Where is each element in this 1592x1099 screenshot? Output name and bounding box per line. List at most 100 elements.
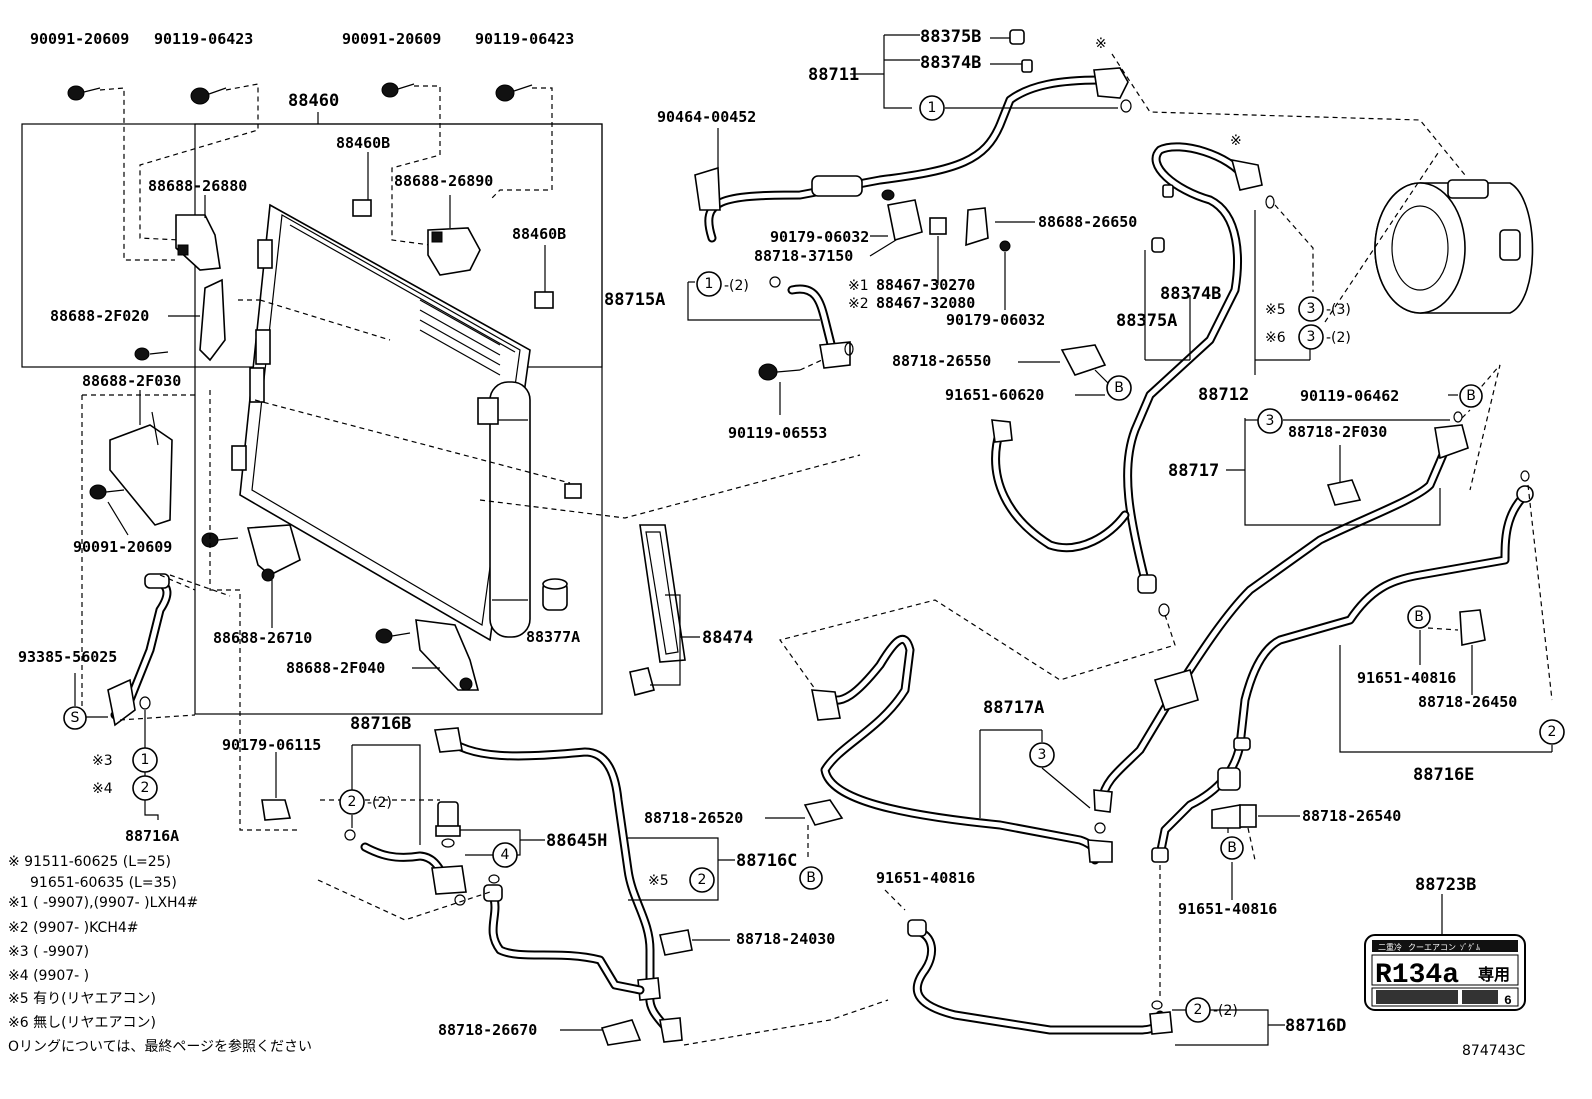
label-88716e: 88716E bbox=[1413, 765, 1474, 785]
circle-callouts: 1 1 3 3 B B 3 B 2 S 1 2 2 4 2 B 3 B 2 bbox=[63, 95, 1565, 1023]
group-frame-main bbox=[194, 123, 603, 715]
label-88688-26710: 88688-26710 bbox=[213, 629, 312, 647]
label-88712: 88712 bbox=[1198, 385, 1249, 405]
bolt-icon bbox=[67, 85, 101, 101]
label-88723b: 88723B bbox=[1415, 875, 1476, 895]
kome-mark: ※ bbox=[1095, 36, 1107, 52]
label-90091-20609: 90091-20609 bbox=[73, 538, 172, 556]
filter-88377a bbox=[542, 578, 568, 611]
circle-2: 2 bbox=[141, 780, 150, 796]
receiver-tank bbox=[489, 381, 531, 638]
label-93385-56025: 93385-56025 bbox=[18, 648, 117, 666]
label-88717: 88717 bbox=[1168, 461, 1219, 481]
label-90119-06462: 90119-06462 bbox=[1300, 387, 1399, 405]
nut-icon bbox=[881, 189, 895, 201]
label-88460b: 88460B bbox=[336, 134, 390, 152]
bolt-icon bbox=[375, 628, 393, 644]
footnote-1: ※1 ( -9907),(9907- )LXH4# bbox=[8, 895, 198, 911]
bolt-icon bbox=[190, 87, 227, 105]
label-plate-main-jp: 専用 bbox=[1478, 965, 1510, 984]
kome-5-mark: ※5 bbox=[1265, 302, 1286, 318]
bracket-88688-26890 bbox=[427, 227, 481, 276]
hose-88716e bbox=[1151, 485, 1534, 863]
label-88467-32080: 88467-32080 bbox=[876, 294, 975, 312]
condenser-group bbox=[21, 82, 861, 831]
circle-b: B bbox=[1114, 380, 1124, 396]
label-88711: 88711 bbox=[808, 65, 859, 85]
hose-88716b-c bbox=[434, 727, 683, 1043]
label-plate-bottom-right: 6 bbox=[1504, 993, 1512, 1008]
clamp-88718-26550 bbox=[1060, 344, 1107, 376]
clamp-88718-26520 bbox=[803, 799, 844, 826]
bolt-icon bbox=[381, 82, 415, 98]
bolt-icon bbox=[134, 347, 150, 361]
qty-2: -(2) bbox=[1326, 330, 1351, 346]
label-90179-06115: 90179-06115 bbox=[222, 736, 321, 754]
circle-2: 2 bbox=[1548, 724, 1557, 740]
label-plate-88723b: 二重冷 クーエアコン ｿﾞｸﾞﾑ R134a 専用 6 bbox=[1364, 894, 1526, 1011]
label-88688-26890: 88688-26890 bbox=[394, 172, 493, 190]
nut-icon bbox=[999, 240, 1011, 252]
footnote-6: ※6 無し(リヤエアコン) bbox=[8, 1015, 156, 1031]
circle-3: 3 bbox=[1038, 747, 1047, 763]
label-91651-40816: 91651-40816 bbox=[876, 869, 975, 887]
label-88718-26450: 88718-26450 bbox=[1418, 693, 1517, 711]
label-88645h: 88645H bbox=[546, 831, 607, 851]
bolt-icon bbox=[89, 484, 107, 500]
footnotes: ※ 91511-60625 (L=25) 91651-60635 (L=35) … bbox=[8, 854, 312, 1055]
clamp-88718-26540 bbox=[1211, 804, 1257, 829]
footnote-5: ※5 有り(リヤエアコン) bbox=[8, 991, 156, 1007]
label-88460b: 88460B bbox=[512, 225, 566, 243]
label-88718-2f030: 88718-2F030 bbox=[1288, 423, 1387, 441]
label-88688-26650: 88688-26650 bbox=[1038, 213, 1137, 231]
circle-b: B bbox=[1466, 388, 1476, 404]
label-91651-60620: 91651-60620 bbox=[945, 386, 1044, 404]
bracket-88460b-a bbox=[352, 199, 372, 217]
label-90464-00452: 90464-00452 bbox=[657, 108, 756, 126]
bracket-88688-2f030 bbox=[109, 411, 173, 526]
qty-2: -(2) bbox=[724, 278, 749, 294]
label-88718-24030: 88718-24030 bbox=[736, 930, 835, 948]
bolt-icon bbox=[495, 84, 533, 102]
label-88718-26550: 88718-26550 bbox=[892, 352, 991, 370]
hose-88716d bbox=[907, 919, 1173, 1035]
valve-icon bbox=[1009, 29, 1033, 73]
clamp-88718-24030 bbox=[659, 929, 693, 956]
o-ring bbox=[139, 696, 151, 710]
qty-3: -(3) bbox=[1326, 302, 1351, 318]
nut-90179-06115 bbox=[261, 799, 292, 821]
circle-b: B bbox=[1227, 840, 1237, 856]
kome-3-mark: ※3 bbox=[92, 753, 113, 769]
footnote-0: ※ 91511-60625 (L=25) bbox=[8, 854, 171, 870]
label-88715a: 88715A bbox=[604, 290, 665, 310]
label-91651-40816: 91651-40816 bbox=[1357, 669, 1456, 687]
label-plate-top-left: 二重冷 bbox=[1378, 942, 1402, 952]
label-90119-06423: 90119-06423 bbox=[154, 30, 253, 48]
label-plate-top-mid: クーエアコン bbox=[1408, 943, 1456, 952]
label-88718-26670: 88718-26670 bbox=[438, 1021, 537, 1039]
label-88716d: 88716D bbox=[1285, 1016, 1346, 1036]
bracket-88688-2f020 bbox=[199, 278, 226, 362]
compressor bbox=[1374, 179, 1534, 314]
kome-6-mark: ※6 bbox=[1265, 330, 1286, 346]
hose-88716b bbox=[360, 842, 467, 895]
bracket-88460b-b bbox=[534, 291, 554, 309]
label-88375b: 88375B bbox=[920, 27, 981, 47]
label-90119-06553: 90119-06553 bbox=[728, 424, 827, 442]
circle-3: 3 bbox=[1307, 329, 1316, 345]
qty-2: -(2) bbox=[1213, 1003, 1238, 1019]
kome-4-mark: ※4 bbox=[92, 781, 113, 797]
label-88716a: 88716A bbox=[125, 827, 179, 845]
circle-1: 1 bbox=[141, 752, 150, 768]
label-88374b: 88374B bbox=[1160, 284, 1221, 304]
label-90091-20609: 90091-20609 bbox=[342, 30, 441, 48]
label-88688-26880: 88688-26880 bbox=[148, 177, 247, 195]
label-88688-2f020: 88688-2F020 bbox=[50, 307, 149, 325]
bolt-icon bbox=[758, 363, 778, 381]
footnote-7: Oリングについては、最終ページを参照ください bbox=[8, 1038, 312, 1055]
diagram-id: 874743C bbox=[1462, 1043, 1525, 1059]
footnote-4: ※4 (9907- ) bbox=[8, 968, 89, 984]
hose-88717 bbox=[1097, 424, 1469, 805]
bracket-88688-26880 bbox=[175, 214, 221, 271]
